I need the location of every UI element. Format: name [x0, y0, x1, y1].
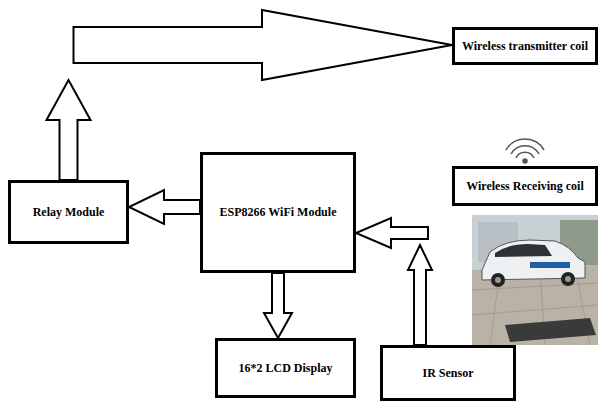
car-photo	[472, 215, 598, 345]
box-label: Wireless Receiving coil	[466, 179, 584, 193]
relay-box: Relay Module	[8, 180, 129, 244]
block-arrow-part	[47, 80, 91, 180]
box-label: Wireless transmitter coil	[462, 39, 588, 53]
block-arrow-part	[129, 190, 200, 224]
wifi-icon	[506, 139, 544, 163]
sensor-box: IR Sensor	[380, 345, 516, 401]
block-arrow-part	[356, 218, 428, 248]
block-arrow-part	[74, 10, 453, 80]
box-label: IR Sensor	[422, 366, 473, 380]
block-arrow	[264, 273, 292, 338]
display-box: 16*2 LCD Display	[215, 338, 356, 398]
box-label: Relay Module	[33, 205, 105, 219]
block-arrow	[129, 190, 200, 224]
block-arrow	[356, 218, 432, 345]
box-label: 16*2 LCD Display	[238, 361, 332, 375]
transmitter-coil-box: Wireless transmitter coil	[452, 27, 598, 65]
box-label: ESP8266 WiFi Module	[220, 205, 337, 219]
block-arrow-part	[264, 273, 292, 338]
receiving-coil-box: Wireless Receiving coil	[452, 166, 598, 206]
module-box: ESP8266 WiFi Module	[200, 152, 356, 273]
block-arrow-part	[408, 245, 432, 345]
